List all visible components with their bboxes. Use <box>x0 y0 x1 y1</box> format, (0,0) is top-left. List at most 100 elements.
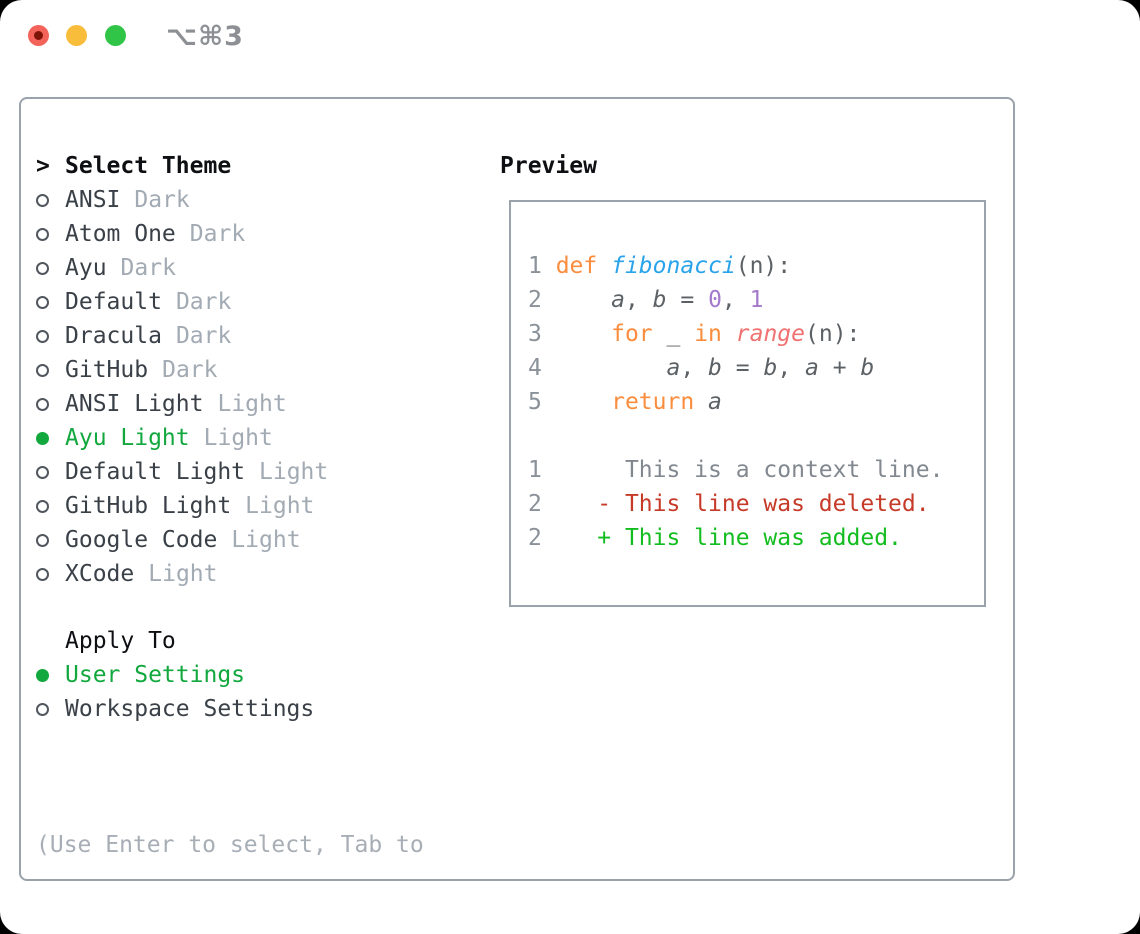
code-line-9: 2 + This line was added. <box>528 521 943 555</box>
radio-slot <box>36 397 65 411</box>
minimize-button[interactable] <box>66 25 87 46</box>
line-number: 1 <box>528 253 556 279</box>
theme-name: Default <box>65 289 162 315</box>
radio-slot <box>36 465 65 479</box>
chevron-right-icon: > <box>36 153 50 179</box>
theme-option-xcode-light[interactable]: XCode Light <box>36 557 328 591</box>
code-token: a <box>708 389 722 415</box>
code-line-4: 4 a, b = b, a + b <box>528 351 943 385</box>
theme-name: GitHub Light <box>65 493 232 519</box>
radio-icon <box>36 702 49 716</box>
close-button[interactable] <box>28 25 49 46</box>
code-token: b <box>860 355 875 381</box>
radio-slot <box>36 533 65 547</box>
apply-option-workspace-settings[interactable]: Workspace Settings <box>36 692 314 726</box>
code-token <box>556 287 611 313</box>
theme-variant-badge: Dark <box>189 221 246 247</box>
radio-slot <box>36 261 65 275</box>
code-line-1: 1 def fibonacci(n): <box>528 249 943 283</box>
line-number: 2 <box>528 491 556 517</box>
theme-name: ANSI <box>65 187 121 213</box>
help-line-1: (Use Enter to select, Tab to <box>36 832 424 858</box>
code-token: _ <box>652 321 695 347</box>
apply-option-user-settings[interactable]: User Settings <box>36 658 314 692</box>
theme-variant-badge: Light <box>203 425 273 451</box>
radio-slot <box>36 329 65 343</box>
code-token: = <box>666 287 709 313</box>
code-token: + <box>818 355 861 381</box>
theme-variant-badge: Dark <box>120 255 176 281</box>
line-number: 2 <box>528 525 556 551</box>
code-token <box>722 321 736 347</box>
code-token: a <box>805 355 819 381</box>
code-token: fibonacci <box>611 253 736 279</box>
theme-option-github-light-light[interactable]: GitHub Light Light <box>36 489 328 523</box>
radio-slot <box>36 668 65 682</box>
theme-variant-badge: Dark <box>175 289 232 315</box>
line-number: 1 <box>528 457 556 483</box>
apply-option-label: Workspace Settings <box>65 696 315 722</box>
theme-option-atom-one-dark[interactable]: Atom One Dark <box>36 217 328 251</box>
code-token: b <box>763 355 778 381</box>
theme-variant-badge: Dark <box>162 357 218 383</box>
theme-variant-badge: Dark <box>134 187 190 213</box>
line-number: 4 <box>528 355 556 381</box>
radio-selected-icon <box>36 668 49 682</box>
theme-option-default-dark[interactable]: Default Dark <box>36 285 328 319</box>
line-number: 3 <box>528 321 556 347</box>
code-token: return <box>611 389 695 415</box>
help-text: (Use Enter to select, Tab to change focu… <box>36 760 424 934</box>
radio-icon <box>36 329 49 343</box>
code-line-8: 2 - This line was deleted. <box>528 487 943 521</box>
line-number: 5 <box>528 389 556 415</box>
theme-variant-badge: Light <box>231 527 301 553</box>
radio-slot <box>36 295 65 309</box>
radio-slot <box>36 431 65 445</box>
radio-icon <box>36 193 49 207</box>
radio-slot <box>36 227 65 241</box>
code-token <box>556 321 611 347</box>
focus-cursor-slot: > <box>36 149 65 183</box>
code-token: 0 <box>708 287 722 313</box>
theme-variant-badge: Dark <box>175 323 232 349</box>
theme-list-header: > Select Theme <box>36 149 328 183</box>
radio-slot <box>36 702 65 716</box>
code-token: def <box>555 253 598 279</box>
theme-variant-badge: Light <box>259 459 329 485</box>
code-token: , <box>721 287 750 313</box>
theme-name: Atom One <box>65 221 176 247</box>
code-token: a <box>666 355 681 381</box>
code-token: in <box>694 321 722 347</box>
theme-name: XCode <box>65 561 135 587</box>
theme-variant-badge: Light <box>245 493 315 519</box>
radio-slot <box>36 193 65 207</box>
radio-icon <box>36 465 49 479</box>
code-token: b <box>652 287 667 313</box>
radio-icon <box>36 397 49 411</box>
code-token: (n): <box>735 253 792 279</box>
code-line-6 <box>528 419 943 453</box>
theme-variant-badge: Light <box>217 391 287 417</box>
zoom-button[interactable] <box>105 25 126 46</box>
help-line-2: change focus) <box>36 930 424 934</box>
apply-to-title: Apply To <box>65 628 176 654</box>
radio-icon <box>36 567 49 581</box>
apply-to-header: Apply To <box>36 624 314 658</box>
theme-option-ansi-dark[interactable]: ANSI Dark <box>36 183 328 217</box>
code-token <box>556 355 667 381</box>
radio-selected-icon <box>36 431 49 445</box>
code-token: + This line was added. <box>555 525 902 551</box>
theme-variant-badge: Light <box>148 561 218 587</box>
